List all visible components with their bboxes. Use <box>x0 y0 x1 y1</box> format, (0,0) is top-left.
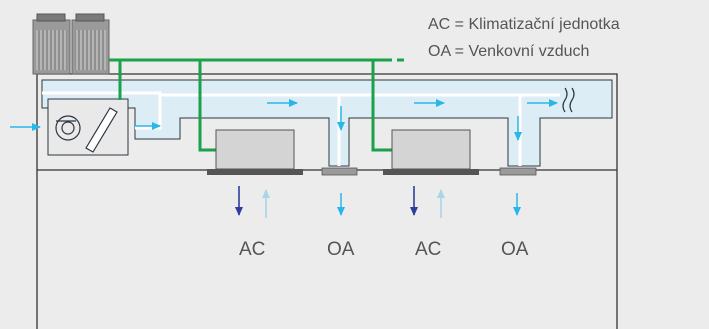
legend-oa: OA = Venkovní vzduch <box>428 43 590 60</box>
indoor-unit-2 <box>383 129 479 175</box>
air-handling-unit <box>47 98 129 156</box>
oa-diffuser-1 <box>321 167 358 176</box>
oa-diffuser-2 <box>499 167 537 176</box>
pipe-to-indoor-unit-2 <box>371 60 392 152</box>
condenser-unit-right <box>71 13 110 75</box>
exhaust-wave-icon <box>562 87 575 113</box>
legend-ac: AC = Klimatizační jednotka <box>428 16 620 33</box>
air-flow-arrows <box>10 99 558 216</box>
unit-label-3: AC <box>415 239 442 260</box>
unit-label-4: OA <box>501 239 529 260</box>
fan-icon <box>55 115 81 141</box>
unit-label-1: AC <box>239 239 266 260</box>
condenser-unit-icon <box>32 13 110 75</box>
indoor-unit-1 <box>207 129 303 175</box>
pipe-to-indoor-unit-1 <box>198 60 216 152</box>
filter-icon <box>85 107 118 153</box>
air-duct <box>41 79 613 167</box>
condenser-unit-left <box>32 13 71 75</box>
unit-air-arrows <box>235 186 445 218</box>
refrigerant-pipes <box>109 58 405 152</box>
unit-label-2: OA <box>327 239 355 260</box>
